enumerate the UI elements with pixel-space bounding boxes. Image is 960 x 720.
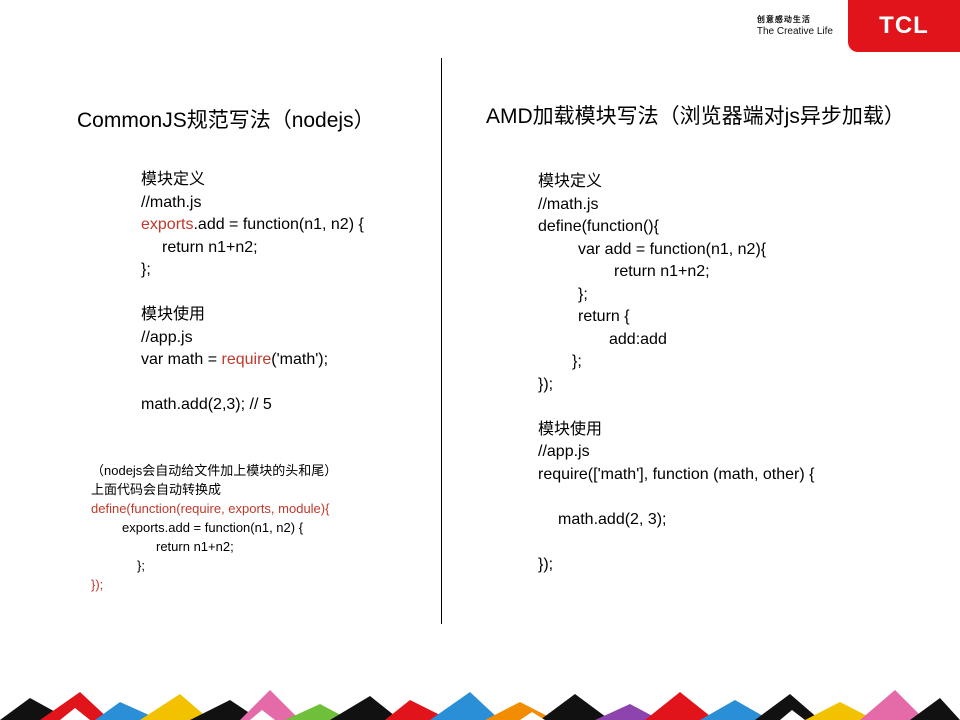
code-line: //app.js: [538, 443, 590, 460]
code-line: };: [578, 285, 588, 303]
tagline-cn: 创意感动生活: [756, 15, 811, 24]
code-line: //math.js: [538, 195, 599, 213]
blank-line: [538, 486, 814, 509]
tcl-logo: TCL: [848, 0, 960, 52]
code-line: math.add(2,3); // 5: [141, 396, 272, 413]
code-line: return n1+n2;: [162, 238, 258, 256]
note-line: exports.add = function(n1, n2) {: [122, 520, 304, 535]
right-title: AMD加载模块写法（浏览器端对js异步加载）: [486, 105, 905, 128]
code-line: };: [141, 261, 151, 278]
left-title: CommonJS规范写法（nodejs）: [77, 109, 375, 132]
require-keyword: require: [221, 351, 272, 368]
decorative-footer-pattern: [0, 690, 960, 720]
code-line: add:add: [609, 330, 667, 348]
code-line: return {: [578, 308, 630, 325]
nodejs-note: （nodejs会自动给文件加上模块的头和尾） 上面代码会自动转换成 define…: [91, 461, 337, 594]
code-line: //math.js: [141, 193, 202, 211]
tagline-en: The Creative Life: [756, 26, 833, 37]
blank-line: [141, 282, 364, 305]
code-line: return n1+n2;: [614, 263, 710, 280]
code-line: 模块使用: [538, 420, 603, 438]
brand-tagline: 创意感动生活 The Creative Life: [757, 14, 833, 38]
commonjs-code: 模块定义 //math.js exports.add = function(n1…: [141, 169, 364, 417]
code-line: var math = require('math');: [141, 351, 329, 368]
code-line: 模块使用: [141, 306, 206, 323]
note-line: });: [91, 577, 104, 592]
code-line: });: [538, 375, 554, 393]
note-line: （nodejs会自动给文件加上模块的头和尾）: [91, 463, 338, 478]
code-line: //app.js: [141, 328, 193, 346]
note-line: return n1+n2;: [156, 539, 234, 554]
code-line: };: [572, 353, 582, 370]
exports-keyword: exports: [141, 216, 194, 233]
blank-line: [538, 396, 814, 419]
blank-line: [141, 372, 364, 395]
code-line: 模块定义: [538, 173, 603, 190]
note-line: define(function(require, exports, module…: [91, 501, 330, 516]
code-line: define(function(){: [538, 218, 659, 235]
column-divider: [441, 58, 442, 624]
amd-code: 模块定义 //math.js define(function(){ var ad…: [538, 171, 814, 576]
brand-header: 创意感动生活 The Creative Life TCL: [0, 0, 960, 60]
note-line: };: [137, 558, 145, 573]
code-line: exports.add = function(n1, n2) {: [141, 216, 364, 233]
code-line: var add = function(n1, n2){: [578, 240, 767, 258]
code-line: require(['math'], function (math, other)…: [538, 465, 815, 483]
code-line: 模块定义: [141, 171, 206, 188]
note-line: 上面代码会自动转换成: [91, 482, 222, 497]
blank-line: [538, 531, 814, 554]
code-line: });: [538, 555, 554, 573]
code-line: math.add(2, 3);: [558, 510, 667, 528]
